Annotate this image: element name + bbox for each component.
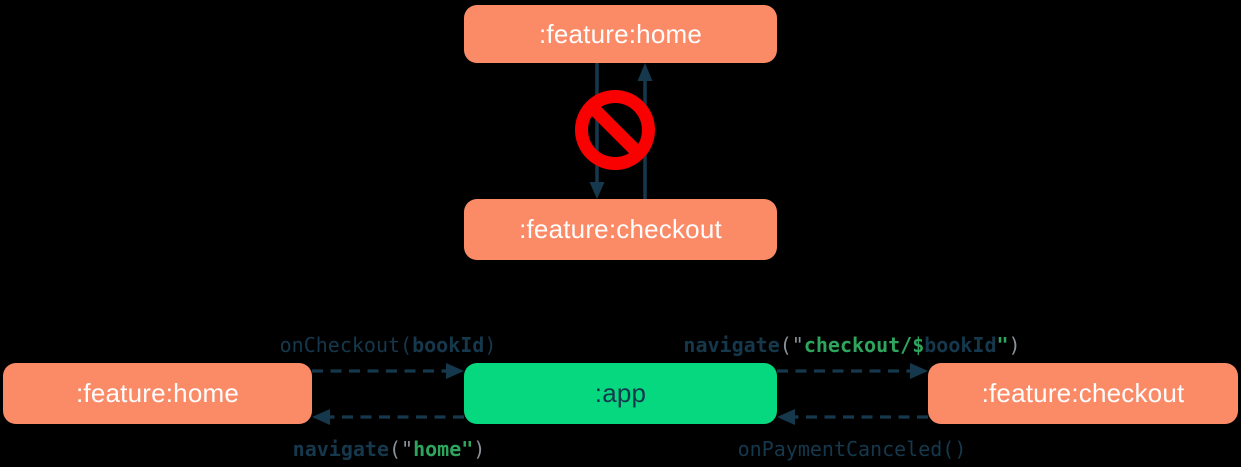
module-box-feature-home-top: :feature:home	[464, 5, 777, 63]
module-box-feature-home: :feature:home	[3, 363, 312, 424]
code-token: )	[484, 333, 497, 357]
code-token: "	[996, 333, 1009, 357]
module-label: :feature:checkout	[981, 378, 1185, 408]
code-label-oncheckout: onCheckout(bookId)	[280, 333, 497, 357]
code-label-navigate-checkout: navigate("checkout/$bookId")	[683, 333, 1020, 357]
module-box-app: :app	[464, 363, 777, 424]
code-token: ("	[388, 437, 414, 461]
code-token: )	[1008, 333, 1021, 357]
code-label-navigate-home: navigate("home")	[293, 437, 486, 461]
event-arrow-checkout-to-app	[777, 409, 928, 425]
code-token: bookId	[924, 333, 997, 357]
code-token: ("	[779, 333, 804, 357]
code-token: navigate	[292, 437, 389, 461]
code-token: "	[461, 437, 474, 461]
code-label-onpaymentcanceled: onPaymentCanceled()	[738, 437, 967, 461]
module-label: :feature:home	[538, 18, 703, 49]
code-token: onCheckout(	[279, 333, 413, 357]
code-token: home	[413, 437, 462, 461]
navigate-arrow-app-to-checkout	[777, 363, 928, 379]
module-label: :app	[594, 378, 647, 408]
no-entry-icon	[575, 90, 655, 170]
module-box-feature-checkout: :feature:checkout	[928, 363, 1238, 424]
module-label: :feature:home	[75, 378, 240, 408]
dependency-arrow-home-to-checkout	[589, 63, 605, 199]
event-arrow-home-to-app	[312, 363, 464, 379]
module-label: :feature:checkout	[519, 214, 722, 244]
code-token: )	[473, 437, 486, 461]
code-token: checkout/$	[803, 333, 925, 357]
code-token: bookId	[412, 333, 485, 357]
dependency-arrow-checkout-to-home	[637, 63, 653, 199]
code-token: onPaymentCanceled()	[737, 437, 967, 461]
navigate-arrow-app-to-home	[312, 409, 464, 425]
module-box-feature-checkout-top: :feature:checkout	[464, 199, 777, 260]
code-token: navigate	[683, 333, 780, 357]
